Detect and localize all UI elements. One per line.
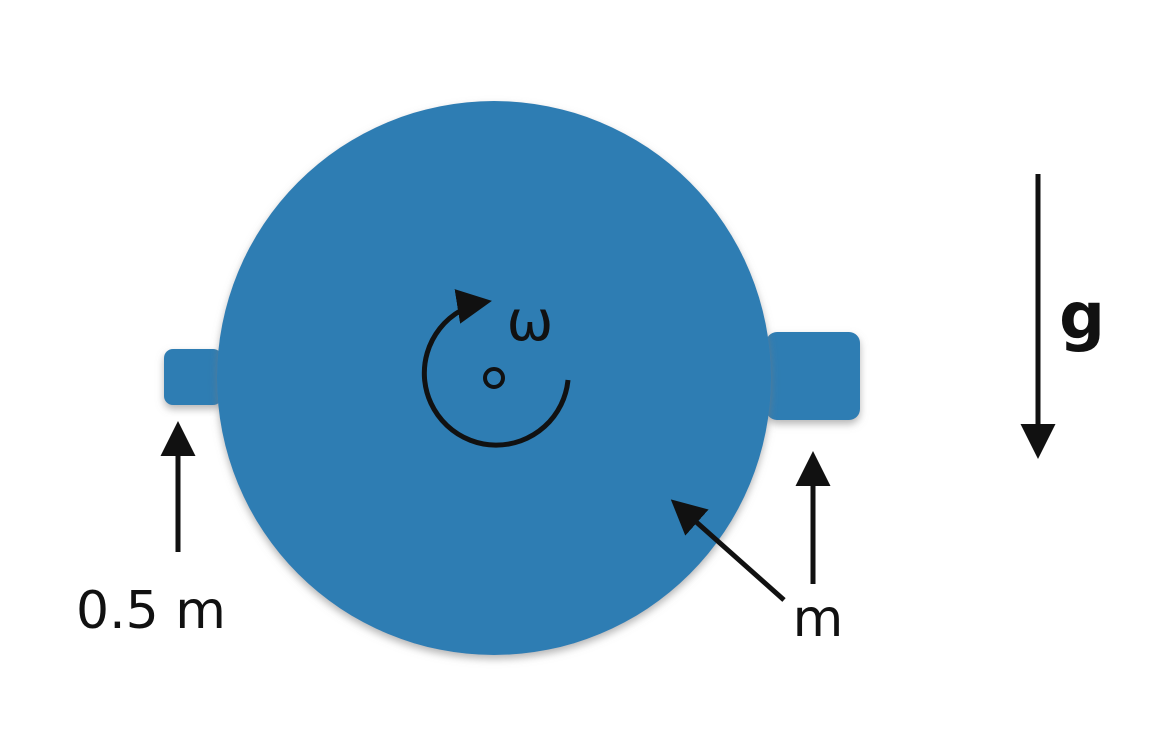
small-mass-block [164, 349, 222, 405]
pivot-icon [483, 367, 505, 389]
small-mass-label: 0.5 m [76, 581, 226, 641]
gravity-label: g [1059, 280, 1105, 354]
large-mass-block [766, 332, 860, 420]
disk-arrow-icon [670, 499, 786, 602]
rotation-arrow-icon [421, 289, 571, 448]
disk [217, 101, 771, 655]
omega-label: ω [507, 289, 554, 354]
mass-label: m [793, 589, 844, 649]
